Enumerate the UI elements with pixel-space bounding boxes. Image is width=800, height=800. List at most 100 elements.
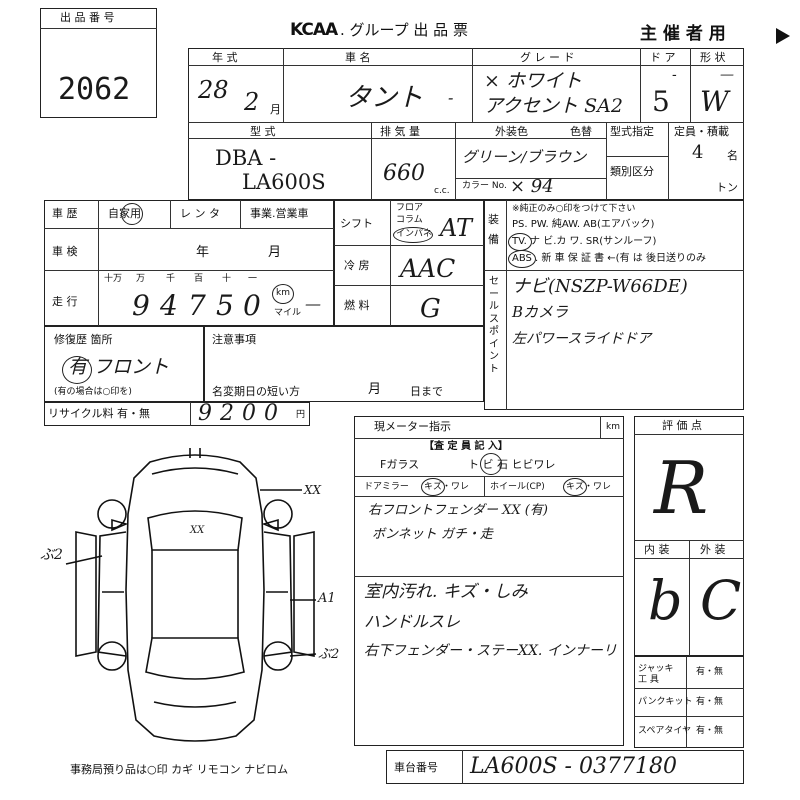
accessory-options: 有・無 [696,667,724,677]
mileage-digit: 9 [132,289,150,322]
inspector-remark: 右下フェンダー・ステーXX. インナーリ [364,643,617,659]
mileage-unit: 万 [136,274,146,284]
exterior-value: C [700,569,742,632]
exterior-color-label: 外装色 [495,125,528,138]
recycle-unit: 円 [296,410,306,420]
mileage-digit: 4 [160,289,178,322]
inspector-remark: 室内汚れ. キズ・しみ [364,582,528,602]
history-circle [121,203,143,225]
abs-circle [508,250,536,268]
grade-line1: × ホワイト [484,70,582,92]
mirror-circle [421,478,445,496]
office-items: 事務局預り品は○印 カギ リモコン ナビロム [70,763,289,776]
history-block [44,200,334,326]
equipment-line2: TV. ナ ビ.カ ワ. SR(サンルーフ) [512,236,657,247]
inspector-remark: 右フロントフェンダー XX (有) [368,503,548,518]
grade-line2: アクセント SA2 [484,95,623,117]
ac-label: 冷 房 [344,259,370,272]
chassis-label: 車台番号 [394,761,438,774]
color-change-label: 色替 [570,125,592,138]
chassis-block [386,750,744,784]
capacity-value: 4 [692,142,704,163]
recycle-value: 9200 [198,401,286,426]
notes-day-unit: 日まで [410,385,443,398]
shift-floor-option: フロア [396,203,424,213]
repair-block [44,326,204,402]
wheel-options: キズ・ワレ [566,482,612,492]
km-label: km [276,288,290,298]
accessory-label: ジャッキ 工 具 [638,664,674,685]
model-label: 型 式 [250,125,276,138]
shape-label: 形 状 [700,51,726,64]
meter-block [354,416,624,746]
repair-label: 修復歴 箇所 [54,333,113,346]
km-circle [272,284,294,304]
mile-label: マイル [274,308,302,318]
brand-logo: KCAA [290,20,338,40]
lot-label: 出 品 番 号 [60,11,115,24]
mileage-label: 走 行 [52,295,78,308]
shift-column-option: コラム [396,215,423,225]
exterior-label: 外 装 [700,543,726,556]
damage-mark: XX [190,525,205,536]
shape-value: W [700,85,729,118]
lot-box [40,8,157,118]
notes-month-unit: 月 [368,382,382,397]
color-code-value: × 94 [510,176,554,197]
accessories-block [634,656,744,748]
history-label: 車 歴 [52,207,78,220]
mileage-unit: 十万 [104,274,123,284]
recycle-block [44,402,310,426]
inpane-circle [393,227,433,243]
recycle-label: リサイクル料 有・無 [48,407,150,420]
exterior-color-value: グリーン/ブラウン [462,148,587,166]
accessory-options: 有・無 [696,697,724,707]
door-label: ド ア [650,51,676,64]
repair-value: 有 フロント [68,356,170,378]
capacity-unit: 名 [727,149,738,162]
damage-mark: ぶ2 [40,547,63,563]
glass-label: Fガラス [380,458,420,471]
damage-mark: XX [304,483,322,497]
inspector-label: 【査 定 員 記 入】 [424,441,508,452]
glass-options: ト ビ 石 ヒビワレ [468,458,556,471]
capacity-label: 定員・積載 [674,125,729,138]
interior-label: 内 装 [644,543,670,556]
notes-label: 注意事項 [212,333,256,346]
car-name-label: 車 名 [345,51,371,64]
door-dash: - [672,67,677,83]
equipment-note: ※純正のみ○印をつけて下さい [512,204,636,214]
model-line1: DBA - [215,146,277,170]
accessory-options: 有・無 [696,726,724,736]
equipment-label: 装 備 [488,213,499,246]
month-value: 2 [244,88,260,116]
inspection-label: 車 検 [52,245,78,258]
shape-dash: — [720,67,734,83]
shift-ac-fuel-block [334,200,484,326]
grade-label: グ レ ー ド [520,51,575,64]
organizer-label: 主 催 者 用 [640,24,726,44]
equipment-line1: PS. PW. 純AW. AB(エアバック) [512,219,655,230]
inspection-month-unit: 月 [268,245,282,260]
mileage-digit: 0 [243,289,261,322]
fuel-value: G [420,294,441,324]
mileage-unit: 千 [166,274,176,284]
interior-value: b [648,569,683,632]
meter-km-unit: km [606,422,620,432]
fuel-label: 燃 料 [344,299,370,312]
sales-point-label: セールスポイント [489,276,499,375]
mileage-unit: 百 [194,274,204,284]
history-rental-option: レ ン タ [180,207,220,220]
vehicle-info-grid [188,48,744,200]
car-name-value: タント [345,83,424,113]
cc-unit: c.c. [434,186,450,196]
chassis-value: LA600S - 0377180 [470,754,677,779]
mirror-label: ドアミラー [364,482,409,492]
equipment-line3: ABS . 新 車 保 証 書 ←(有 は 後日送りのみ [512,253,706,264]
sales-point-3: 左パワースライドドア [512,331,652,347]
mirror-options: キズ・ワレ [424,482,470,492]
inspector-remark: ボンネット ガチ・走 [372,527,493,542]
mileage-digit: 7 [188,289,206,322]
car-name-dash: - [448,88,454,107]
displacement-label: 排 気 量 [380,125,420,138]
